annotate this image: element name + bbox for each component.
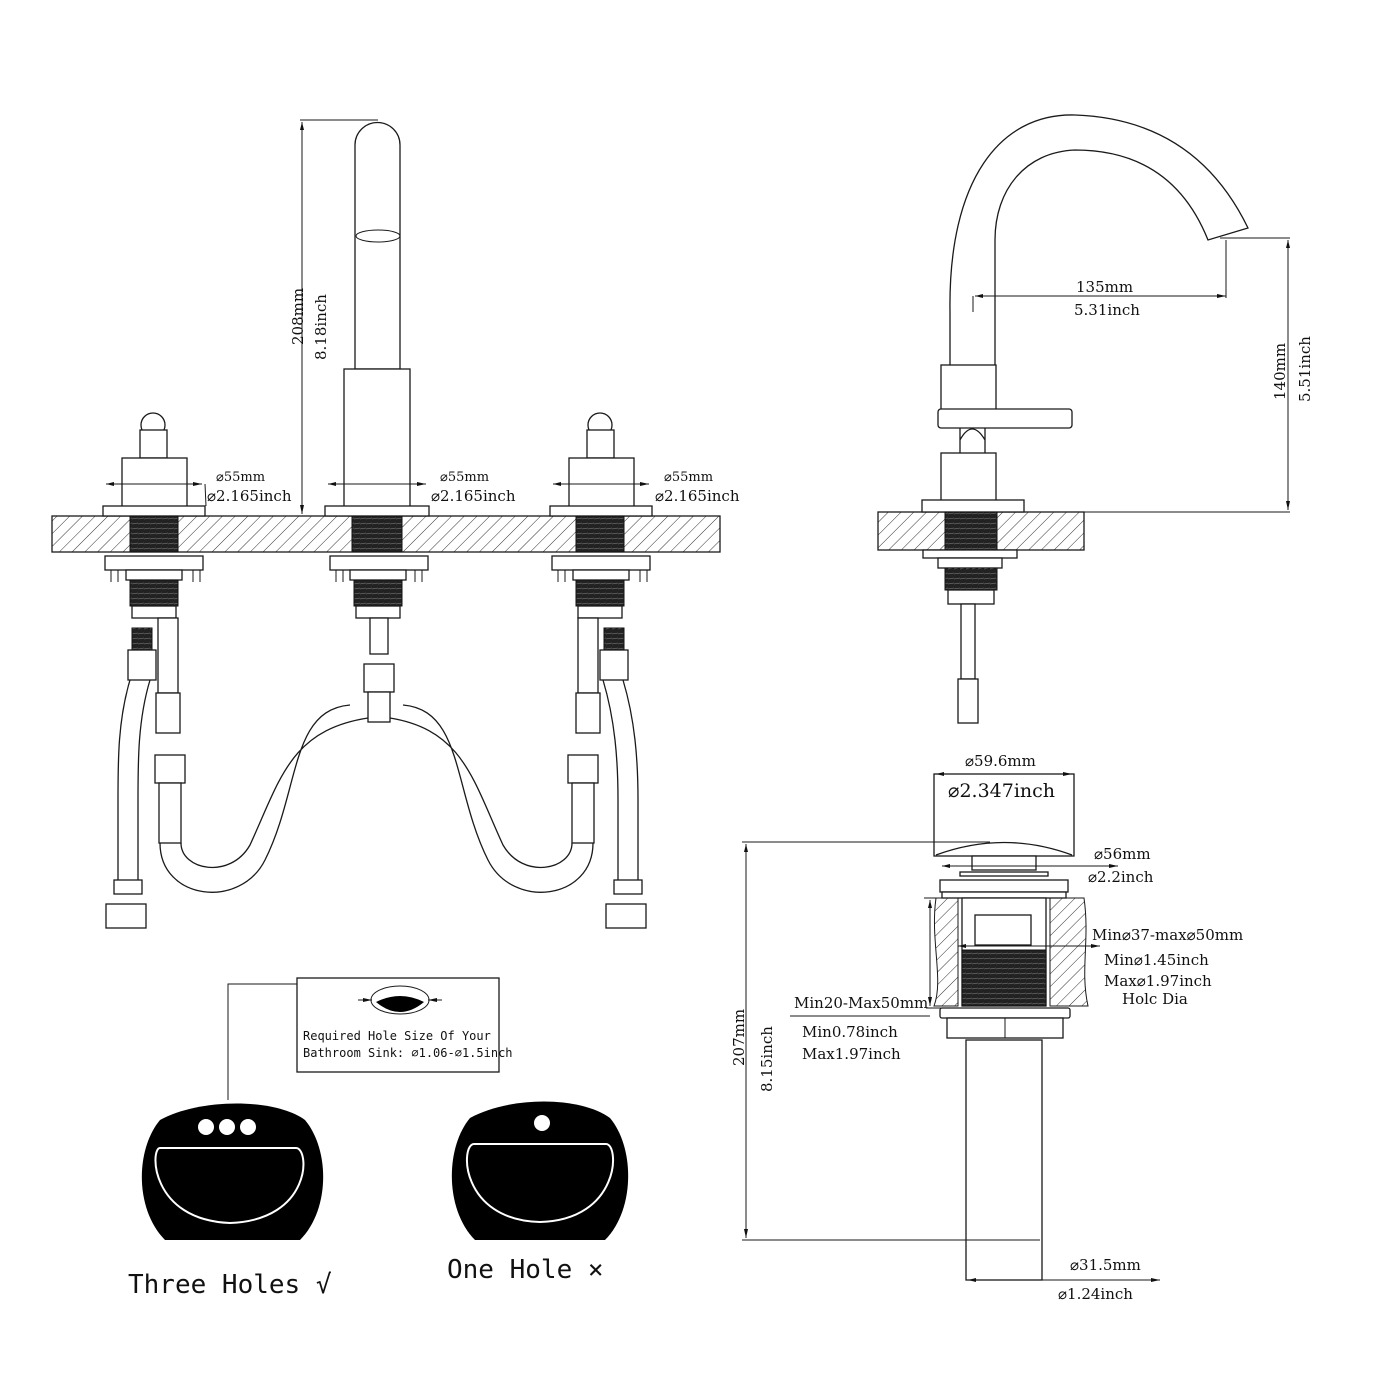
length-mm: 207mm [730, 1009, 748, 1066]
right-base-mm: ⌀55mm [664, 470, 713, 485]
reach-inch: 5.31inch [1074, 301, 1140, 319]
left-base-inch: ⌀2.165inch [207, 487, 292, 505]
hole-note-line2: Bathroom Sink: ⌀1.06-⌀1.5inch [303, 1046, 513, 1060]
hole-inch-max: Max⌀1.97inch [1104, 972, 1212, 990]
hole-note: Holc Dia [1122, 990, 1188, 1008]
thickness-inch-min: Min0.78inch [802, 1023, 898, 1041]
length-inch: 8.15inch [758, 1026, 776, 1092]
spout-base-mm: ⌀55mm [440, 470, 489, 485]
thickness-inch-max: Max1.97inch [802, 1045, 901, 1063]
spout-base-inch: ⌀2.165inch [431, 487, 516, 505]
clearance-inch: 5.51inch [1296, 336, 1314, 402]
hole-inch-min: Min⌀1.45inch [1104, 951, 1209, 969]
right-handle [549, 412, 653, 734]
cap-mm: ⌀59.6mm [965, 752, 1036, 770]
sink-three-holes [141, 1103, 324, 1240]
left-base-mm: ⌀55mm [216, 470, 265, 485]
three-holes-label: Three Holes √ [128, 1270, 332, 1300]
thickness-mm: Min20-Max50mm [794, 994, 928, 1012]
flange-inch: ⌀2.2inch [1088, 868, 1154, 886]
spout-height-inch: 8.18inch [312, 294, 330, 360]
tail-mm: ⌀31.5mm [1070, 1256, 1141, 1274]
cross-icon: × [588, 1255, 604, 1285]
hole-size-note: Required Hole Size Of Your Bathroom Sink… [227, 977, 513, 1100]
center-spout [324, 121, 430, 655]
one-hole-label: One Hole × [447, 1255, 604, 1285]
clearance-mm: 140mm [1271, 343, 1289, 400]
pop-up-drain: ⌀59.6mm ⌀2.347inch ⌀56mm ⌀2.2inch Min⌀37… [730, 752, 1243, 1303]
right-base-inch: ⌀2.165inch [655, 487, 740, 505]
hole-mm: Min⌀37-max⌀50mm [1092, 926, 1243, 944]
spout-height-mm: 208mm [289, 288, 307, 345]
hole-note-line1: Required Hole Size Of Your [303, 1029, 491, 1043]
dimension-lines [106, 119, 649, 514]
widespread-faucet-front-view: 208mm 8.18inch ⌀55mm ⌀2.165inch ⌀55mm ⌀2… [51, 119, 740, 929]
left-handle [102, 412, 206, 734]
tail-inch: ⌀1.24inch [1058, 1285, 1133, 1303]
supply-hoses [105, 627, 647, 929]
flange-mm: ⌀56mm [1094, 845, 1151, 863]
faucet-side-view: 135mm 5.31inch 140mm 5.51inch [877, 114, 1314, 724]
check-icon: √ [316, 1270, 332, 1300]
spout-y-hose [154, 663, 599, 893]
cap-inch: ⌀2.347inch [948, 780, 1055, 802]
reach-mm: 135mm [1076, 278, 1133, 296]
sink-one-hole [451, 1101, 629, 1240]
